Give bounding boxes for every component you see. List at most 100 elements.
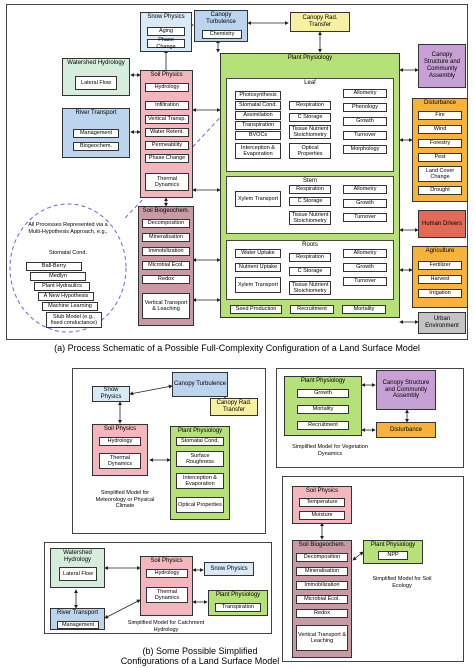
interception-evaporation-item: Interception & Evaporation [235, 143, 281, 159]
water-uptake-item: Water Uptake [235, 249, 281, 258]
catch-river-title: River Transport [56, 610, 98, 616]
catch-soil-physics: Soil Physics Hydrology Thermal Dynamics [140, 556, 193, 616]
phase-change-item: Phase Change [147, 37, 185, 50]
leaf-allometry-item: Allometry [343, 89, 387, 98]
leaf-title: Leaf [304, 80, 316, 86]
veg-label: Simplified Model for Vegetation Dynamics [292, 444, 368, 457]
leaf-stoichiometry-item: Tissue Nutrient Stoichiometry [289, 125, 331, 139]
bvocs-item: BVOCs [235, 131, 281, 140]
eco-soil-physics: Soil Physics Temperature Moisture [292, 486, 352, 524]
water-retent-item: Water Retent. [145, 128, 189, 137]
phenology-item: Phenology [343, 103, 387, 112]
hypothesis-text: All Processes Represented via a Multi-Hy… [28, 222, 108, 235]
eco-soil-biogeochem: Soil Biogeochem. Decomposition Mineralis… [292, 540, 352, 658]
photosynthesis-item: Photosynthesis [235, 91, 281, 100]
roots-c-storage-item: C Storage [289, 267, 331, 276]
hydrology-item: Hydrology [145, 83, 189, 92]
met-label: Simplified Model for Meteorology or Phys… [95, 490, 155, 510]
machine-learning-item: Machine Learning [42, 302, 98, 311]
snow-physics-box: Snow Physics Aging Phase Change [140, 12, 192, 52]
mineralisation-item: Mineralisation [142, 233, 190, 242]
catch-transpiration-item: Transpiration [215, 603, 261, 612]
canopy-rad-transfer-box: Canopy Rad. Transfer [290, 12, 350, 32]
plant-physiology-title: Plant Physiology [287, 55, 333, 61]
irrigation-item: Irrigation [418, 289, 462, 298]
catch-management-item: Management [57, 621, 99, 629]
transpiration-item: Transpiration [235, 121, 281, 130]
met-canopy-turbulence: Canopy Turbulence [172, 372, 228, 397]
met-thermal-dynamics-item: Thermal Dynamics [99, 453, 141, 469]
soil-biogeochem-box: Soil Biogeochem. Decomposition Mineralis… [138, 206, 194, 326]
plant-hydraulics-item: Plant Hydraulics [34, 282, 90, 291]
infiltration-item: Infiltration [145, 101, 189, 110]
forestry-item: Forestry [418, 139, 462, 148]
river-transport-title: River Transport [75, 110, 117, 116]
veg-disturbance-title: Disturbance [389, 426, 422, 433]
pest-item: Pest [418, 153, 462, 162]
human-drivers-box: Human Drivers [418, 210, 466, 238]
veg-growth-item: Growth [297, 389, 349, 398]
eco-immobilization-item: Immobilization [296, 581, 348, 590]
stem-xylem-transport-item: Xylem Transport [235, 191, 281, 207]
stem-growth-item: Growth [343, 199, 387, 208]
stem-respiration-item: Respiration [289, 185, 331, 194]
canopy-structure-box: Canopy Structure and Community Assembly [418, 44, 466, 88]
microbial-ecol-item: Microbial Ecol. [142, 261, 190, 270]
canopy-rad-transfer-title: Canopy Rad. Transfer [302, 15, 338, 28]
catch-plant-physiology: Plant Physiology Transpiration [208, 590, 268, 616]
roots-growth-item: Growth [343, 263, 387, 272]
hypothesis-subtitle: Stomatal Cond. [49, 250, 87, 256]
catch-soil-physics-title: Soil Physics [150, 558, 183, 564]
stem-box: Stem Xylem Transport Respiration C Stora… [226, 176, 394, 234]
roots-respiration-item: Respiration [289, 253, 331, 262]
recruitment-item: Recruitment [290, 305, 334, 314]
fire-item: Fire [418, 111, 462, 120]
leaf-growth-item: Growth [343, 117, 387, 126]
medlyn-item: Medlyn [30, 272, 86, 281]
eco-microbial-ecol-item: Microbial Ecol. [296, 595, 348, 604]
catch-frame [44, 542, 272, 634]
eco-label: Simplified Model for Soil Ecology [372, 576, 432, 589]
stomatal-cond-item: Stomatal Cond. [235, 101, 281, 110]
veg-frame [276, 368, 464, 468]
eco-vertical-transport-item: Vertical Transport & Leaching [296, 625, 348, 651]
catch-snow-physics: Snow Physics [204, 562, 254, 576]
chemistry-item: Chemistry [202, 30, 242, 39]
leaf-respiration-item: Respiration [289, 101, 331, 110]
eco-decomposition-item: Decomposition [296, 553, 348, 562]
veg-canopy-structure-title: Canopy Structure and Community Assembly [382, 379, 430, 400]
biogeochem-item: Biogeochem. [73, 142, 119, 151]
met-surface-roughness-item: Surface Roughness [176, 451, 224, 467]
eco-redox-item: Redox [296, 609, 348, 618]
thermal-dynamics-item: Thermal Dynamics [145, 173, 189, 191]
roots-box: Roots Water Uptake Nutrient Uptake Xylem… [226, 240, 394, 300]
soil-phase-change-item: Phase Change [145, 154, 189, 163]
snow-physics-title: Snow Physics [147, 14, 185, 20]
veg-disturbance: Disturbance [376, 422, 436, 438]
mortality-item: Mortality [342, 305, 386, 314]
canopy-turbulence-box: Canopy Turbulence Chemistry [194, 10, 248, 42]
met-interception-item: Interception & Evaporation [176, 473, 224, 489]
decomposition-item: Decomposition [142, 219, 190, 228]
optical-properties-item: Optical Properties [289, 143, 331, 159]
canopy-turbulence-title: Canopy Turbulence [206, 12, 236, 25]
human-drivers-title: Human Drivers [421, 220, 462, 227]
catch-plant-physiology-title: Plant Physiology [215, 592, 261, 598]
agriculture-box: Agriculture Fertilizer Harvest Irrigatio… [412, 246, 468, 308]
roots-stoichiometry-item: Tissue Nutrient Stoichiometry [289, 281, 331, 295]
eco-soil-physics-title: Soil Physics [305, 488, 339, 494]
leaf-box: Leaf Photosynthesis Stomatal Cond. Assim… [226, 78, 394, 172]
urban-environment-title: Urban Environment [425, 316, 459, 329]
veg-mortality-item: Mortality [297, 405, 349, 414]
catch-lateral-flow-item: Lateral Flow [59, 567, 97, 581]
land-cover-change-item: Land Cover Change [418, 166, 462, 182]
panel-b-caption: (b) Some Possible Simplified Configurati… [120, 646, 280, 667]
stem-c-storage-item: C Storage [289, 197, 331, 206]
wind-item: Wind [418, 125, 462, 134]
stem-turnover-item: Turnover [343, 213, 387, 222]
roots-title: Roots [302, 242, 318, 248]
eco-npp-item: NPP [378, 551, 408, 560]
watershed-hydrology-box: Watershed Hydrology Lateral Flow [62, 58, 130, 96]
catch-label: Simplified Model for Catchment Hydrology [127, 620, 205, 633]
catch-watershed-hydrology: Watershed Hydrology Lateral Flow [50, 548, 105, 588]
